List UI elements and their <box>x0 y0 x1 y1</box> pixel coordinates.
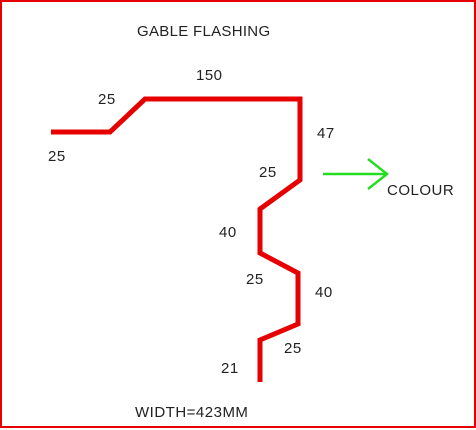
width-label: WIDTH=423MM <box>135 404 249 421</box>
dimension-label: 25 <box>48 148 66 165</box>
flashing-profile-line <box>51 96 303 382</box>
dimension-label: 25 <box>259 164 277 181</box>
drawing-title: GABLE FLASHING <box>137 23 271 40</box>
dimension-label: 25 <box>284 340 302 357</box>
dimension-label: 25 <box>98 91 116 108</box>
dimension-label: 40 <box>315 284 333 301</box>
colour-arrow-icon <box>323 158 390 190</box>
colour-label: COLOUR <box>387 182 455 199</box>
dimension-label: 21 <box>221 360 239 377</box>
dimension-label: 25 <box>246 271 264 288</box>
dimension-label: 150 <box>196 67 223 84</box>
dimension-label: 40 <box>219 224 237 241</box>
dimension-label: 47 <box>317 125 335 142</box>
